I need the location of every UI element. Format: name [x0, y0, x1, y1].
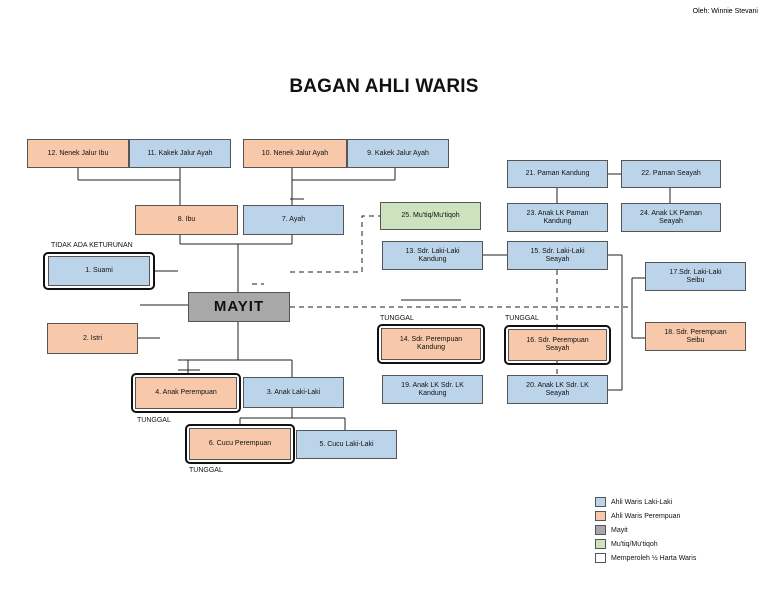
legend-label-mutiq: Mu'tiq/Mu'tiqoh — [611, 540, 658, 548]
legend-label-female: Ahli Waris Perempuan — [611, 512, 681, 520]
legend-item-female: Ahli Waris Perempuan — [595, 511, 680, 521]
note-tidak-ada-keturunan: TIDAK ADA KETURUNAN — [51, 242, 133, 249]
legend-swatch-male — [595, 497, 606, 507]
node-paman-kandung: 21. Paman Kandung — [507, 160, 608, 188]
node-anak-laki-laki: 3. Anak Laki-Laki — [243, 377, 344, 408]
half-share-frame-sdr-pr-kandung — [377, 324, 485, 364]
legend-item-half-share: Memperoleh ½ Harta Waris — [595, 553, 696, 563]
node-kakek-jalur-ayah-9: 9. Kakek Jalur Ayah — [347, 139, 449, 168]
node-sdr-lk-seibu: 17.Sdr. Laki-Laki Seibu — [645, 262, 746, 291]
node-mutiq: 25. Mu'tiq/Mu'tiqoh — [380, 202, 481, 230]
node-sdr-lk-seayah: 15. Sdr. Laki-Laki Seayah — [507, 241, 608, 270]
legend-swatch-half-share — [595, 553, 606, 563]
node-sdr-pr-seayah: 16. Sdr. Perempuan Seayah — [508, 329, 607, 361]
note-tunggal-sdr-pr-kandung: TUNGGAL — [380, 315, 414, 322]
half-share-frame-anak-pr — [131, 373, 241, 413]
node-ibu: 8. Ibu — [135, 205, 238, 235]
node-suami: 1. Suami — [48, 256, 150, 286]
legend-item-mutiq: Mu'tiq/Mu'tiqoh — [595, 539, 658, 549]
node-cucu-perempuan: 6. Cucu Perempuan — [189, 428, 291, 460]
node-sdr-lk-kandung: 13. Sdr. Laki-Laki Kandung — [382, 241, 483, 270]
node-cucu-laki-laki: 5. Cucu Laki-Laki — [296, 430, 397, 459]
legend-item-mayit: Mayit — [595, 525, 628, 535]
chart-title: BAGAN AHLI WARIS — [289, 76, 479, 97]
node-ayah: 7. Ayah — [243, 205, 344, 235]
node-anak-perempuan: 4. Anak Perempuan — [135, 377, 237, 409]
legend-label-mayit: Mayit — [611, 526, 628, 534]
legend-swatch-female — [595, 511, 606, 521]
node-paman-seayah: 22. Paman Seayah — [621, 160, 721, 188]
author-credit: Oleh: Winnie Stevani — [692, 8, 758, 15]
node-anak-lk-sdr-kandung: 19. Anak LK Sdr. LK Kandung — [382, 375, 483, 404]
legend-swatch-mutiq — [595, 539, 606, 549]
node-nenek-jalur-ayah: 10. Nenek Jalur Ayah — [243, 139, 347, 168]
legend-swatch-mayit — [595, 525, 606, 535]
node-anak-lk-paman-kandung: 23. Anak LK Paman Kandung — [507, 203, 608, 232]
node-istri: 2. Istri — [47, 323, 138, 354]
legend-item-male: Ahli Waris Laki-Laki — [595, 497, 672, 507]
note-tunggal-anak-pr: TUNGGAL — [137, 417, 171, 424]
node-sdr-pr-kandung: 14. Sdr. Perempuan Kandung — [381, 328, 481, 360]
node-anak-lk-sdr-seayah: 20. Anak LK Sdr. LK Seayah — [507, 375, 608, 404]
legend-label-half-share: Memperoleh ½ Harta Waris — [611, 554, 697, 562]
half-share-frame-cucu-pr — [185, 424, 295, 464]
node-anak-lk-paman-seayah: 24. Anak LK Paman Seayah — [621, 203, 721, 232]
node-kakek-jalur-ayah-11: 11. Kakek Jalur Ayah — [129, 139, 231, 168]
node-mayit: MAYIT — [188, 292, 290, 322]
note-tunggal-sdr-pr-seayah: TUNGGAL — [505, 315, 539, 322]
half-share-frame-sdr-pr-seayah — [504, 325, 611, 365]
note-tunggal-cucu-pr: TUNGGAL — [189, 467, 223, 474]
legend-label-male: Ahli Waris Laki-Laki — [611, 498, 673, 506]
node-sdr-pr-seibu: 18. Sdr. Perempuan Seibu — [645, 322, 746, 351]
half-share-frame-suami — [43, 252, 155, 290]
node-nenek-jalur-ibu: 12. Nenek Jalur Ibu — [27, 139, 129, 168]
